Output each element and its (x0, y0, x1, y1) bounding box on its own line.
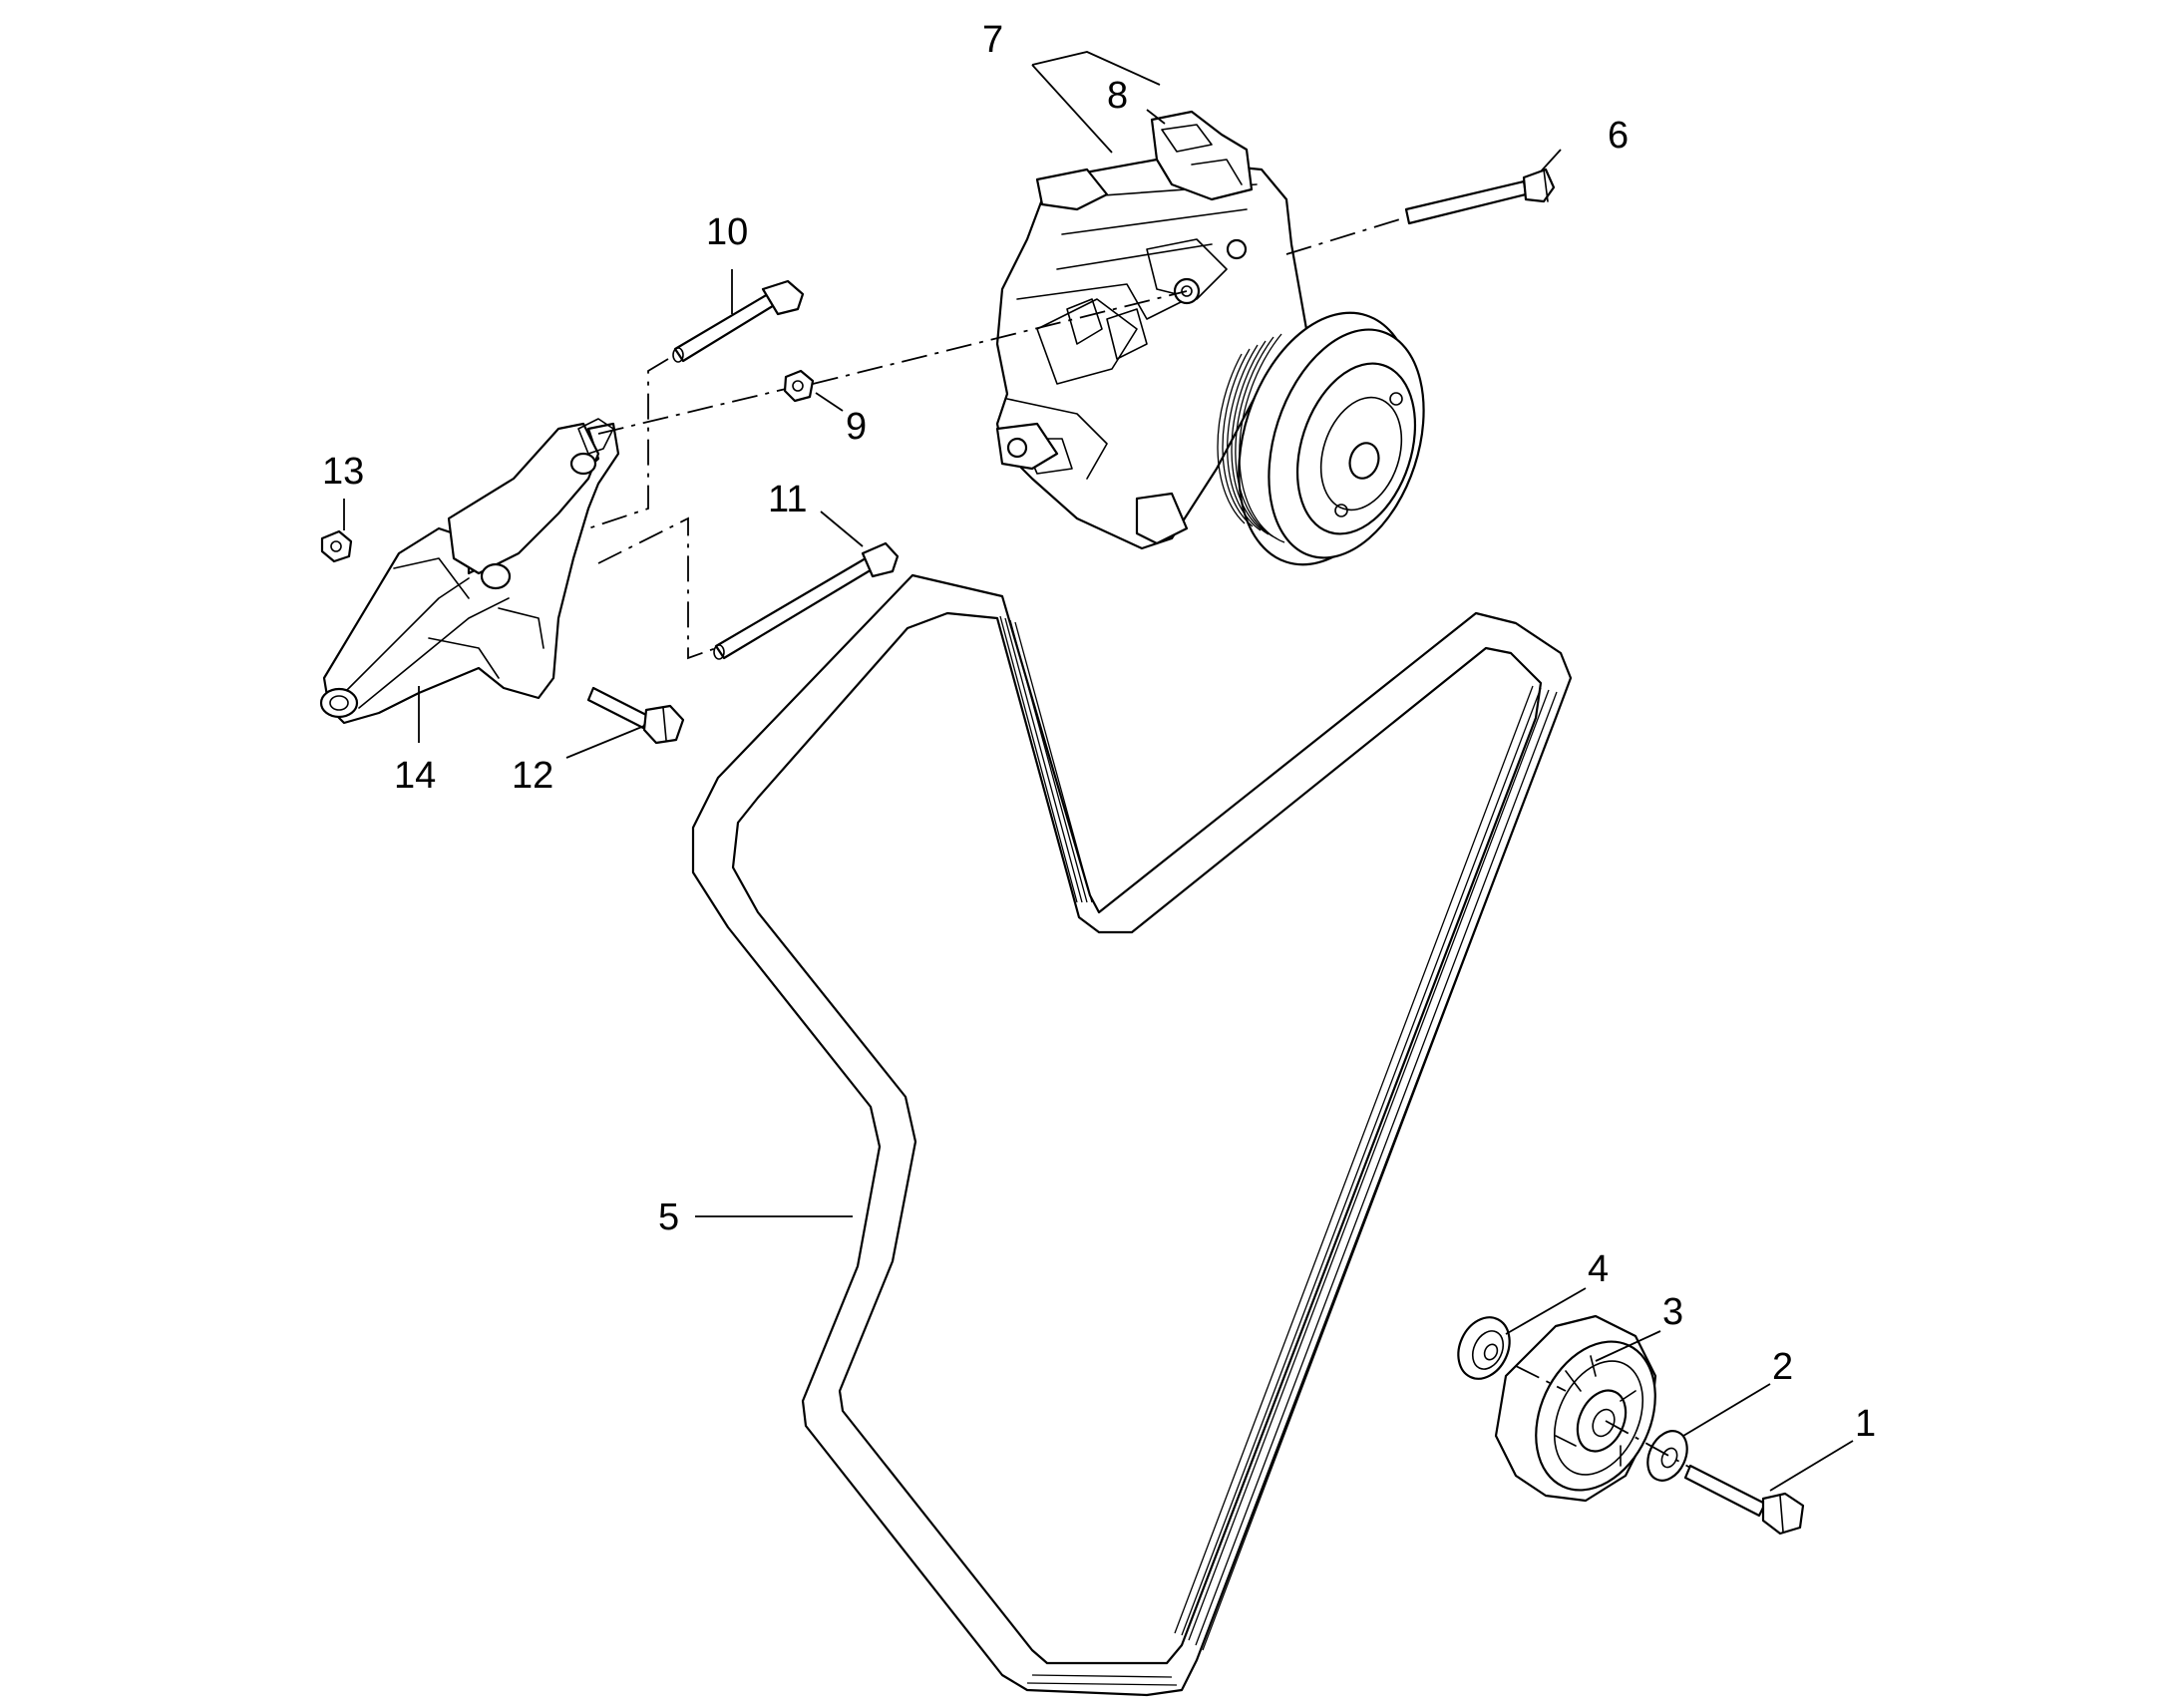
idler-pulley (1494, 1314, 1657, 1503)
bolt-1 (1683, 1464, 1805, 1536)
callout-10: 10 (706, 211, 748, 253)
callout-4: 4 (1588, 1248, 1609, 1290)
drive-belt (691, 573, 1573, 1697)
callout-7: 7 (982, 19, 1003, 61)
callout-13: 13 (322, 451, 364, 493)
mounting-bracket (319, 418, 620, 725)
bolt-6 (1404, 168, 1556, 225)
callout-3: 3 (1662, 1291, 1683, 1333)
nut-13 (320, 529, 353, 563)
callout-5: 5 (658, 1196, 679, 1238)
bolt-11 (713, 541, 900, 660)
callout-14: 14 (394, 755, 436, 797)
callout-8: 8 (1107, 75, 1128, 117)
callout-11: 11 (768, 479, 807, 520)
leader-lines (343, 51, 1854, 1492)
callout-1: 1 (1855, 1403, 1876, 1445)
callout-9: 9 (846, 406, 867, 448)
bolt-10 (672, 279, 805, 363)
dust-shield (1457, 1316, 1511, 1380)
ac-compressor (995, 110, 1425, 566)
nut-9 (783, 369, 815, 403)
callout-12: 12 (512, 755, 553, 797)
callout-6: 6 (1608, 115, 1629, 157)
callout-2: 2 (1772, 1346, 1793, 1388)
bolt-12 (586, 686, 685, 745)
callout-labels: 1 2 3 4 5 6 7 8 9 10 11 12 13 14 (322, 19, 1876, 1445)
assembly-axes (587, 216, 1691, 1469)
